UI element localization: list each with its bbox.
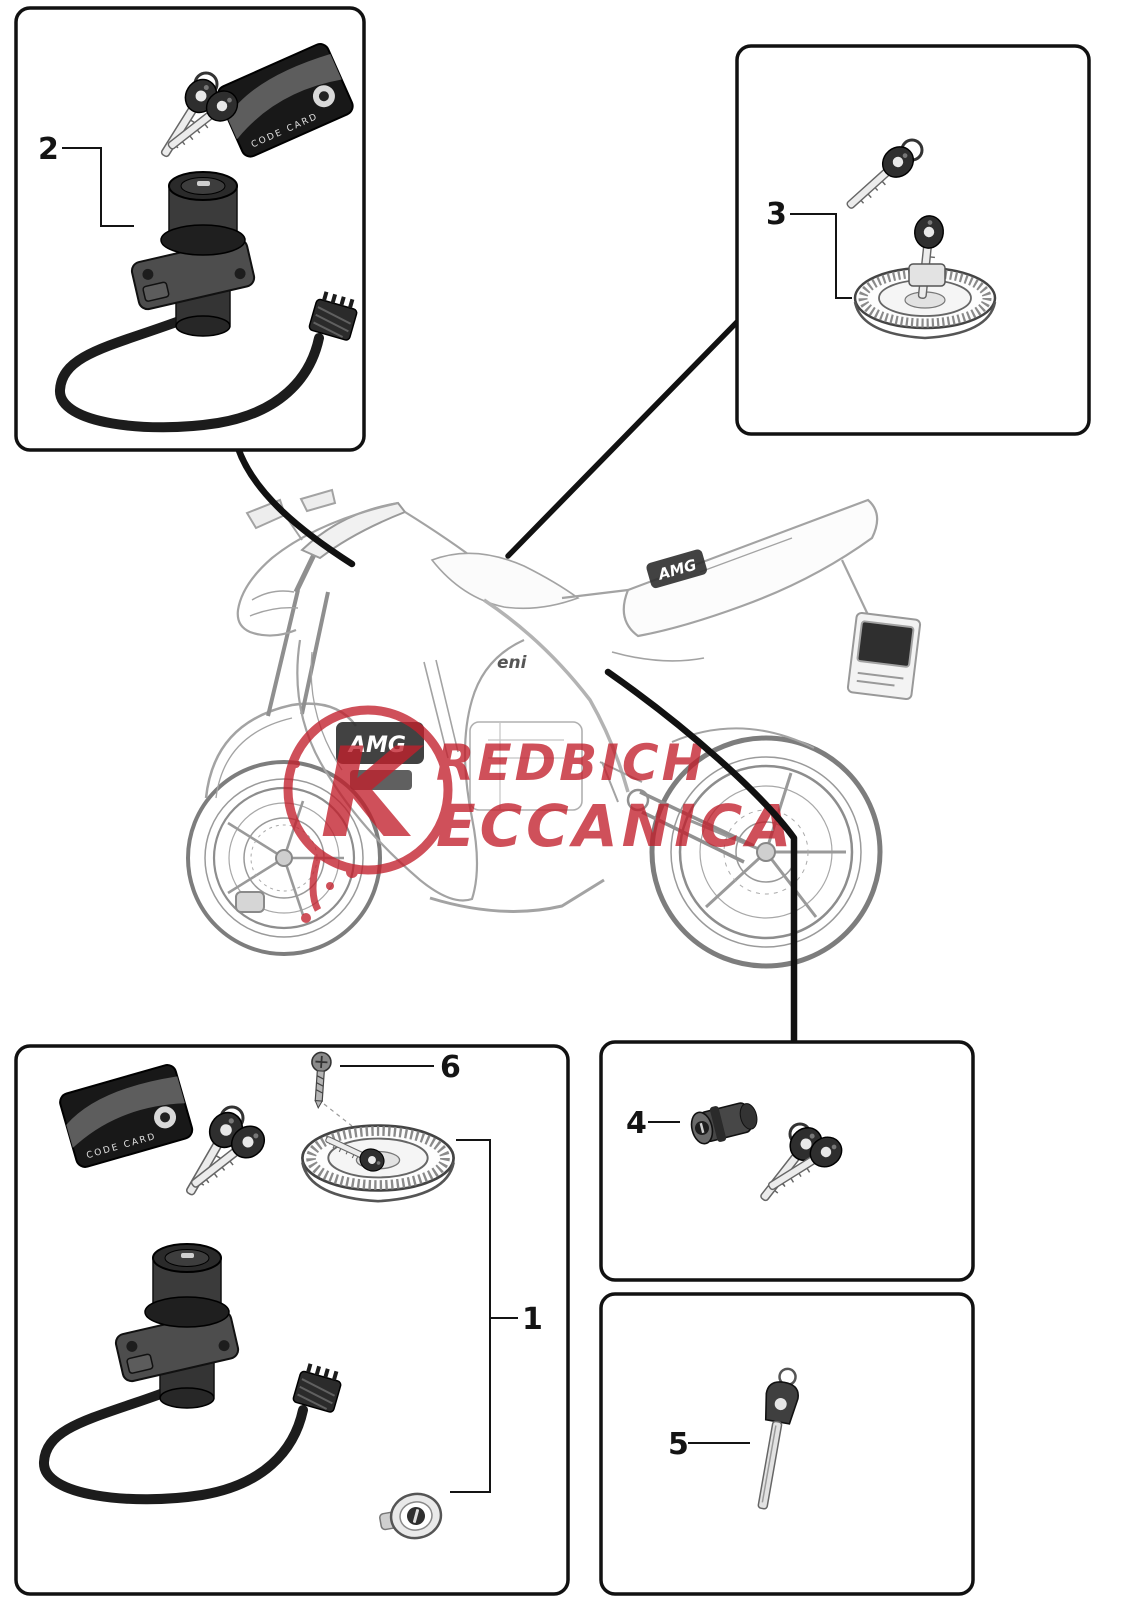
part-number-4: 4 [626,1106,647,1141]
motorcycle-illustration [186,488,922,969]
callout-content-part5 [757,1367,799,1510]
watermark-line1: REDBICH [436,734,706,792]
part-number-1: 1 [522,1302,543,1337]
part-numbers: 2 3 6 1 4 5 [38,132,787,1462]
callout-box-part5 [599,1292,975,1596]
callout-content-part4 [690,1102,848,1210]
part-number-3: 3 [766,197,787,232]
fuel-cap-latch [908,263,946,287]
decal-plate-tail [646,549,707,589]
bracket-part1 [450,1139,518,1493]
part-number-5: 5 [668,1427,689,1462]
fuel-cap-illustration [855,213,995,338]
part-number-6: 6 [440,1050,461,1085]
callout-content-part3 [838,138,995,338]
part-number-brackets [62,147,852,1493]
watermark-logo-letter: K [320,722,424,866]
leader-line-bike-to-box4 [604,668,798,1048]
decal-eni: eni [497,653,528,673]
watermark-line2: ECCANICA [436,792,795,860]
bracket-part3 [790,213,852,299]
fuel-cap-illustration-2 [302,1126,453,1202]
decal-plate-side-2 [350,770,412,790]
watermark-ring [283,705,453,875]
watermark: K REDBICH ECCANICA [283,705,795,923]
bracket-part2 [62,147,134,227]
blank-key-illustration [757,1367,799,1510]
leader-line-box2-to-bike [234,444,356,568]
decal-amg-side: AMG [347,733,406,758]
seat-lock-illustration [690,1102,758,1145]
part-number-2: 2 [38,132,59,167]
bike-decals: AMG AMG eni [336,549,707,790]
watermark-drip [309,855,322,912]
leader-line-box3-to-bike [505,319,740,559]
lock-barrel-illustration [379,1492,443,1540]
screw-illustration [311,1051,332,1109]
callout-content-part1 [44,1051,454,1540]
screw-alignment-line [323,1103,353,1127]
decal-plate-side [336,722,424,764]
callout-content-part2 [60,40,360,427]
callout-box-part3 [735,44,1091,436]
callout-box-part1 [14,1044,570,1596]
